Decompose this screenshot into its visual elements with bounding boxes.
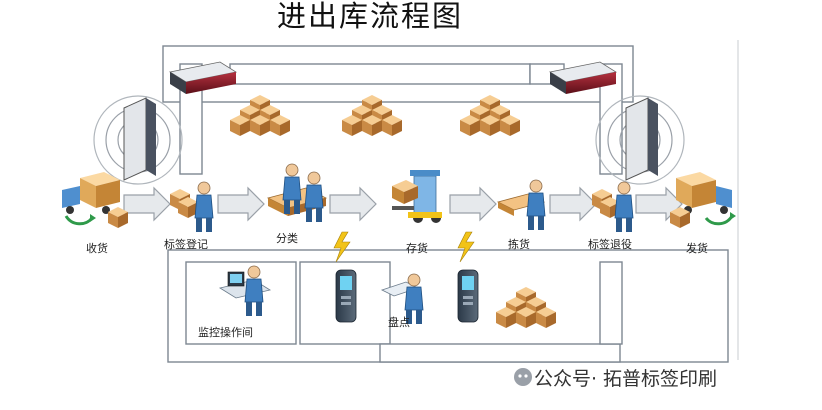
- node-label-ship: 发货: [686, 242, 708, 255]
- antenna-gate-left: [93, 95, 183, 185]
- page-title: 进出库流程图: [276, 0, 463, 33]
- node-label-storage: 存货: [406, 242, 428, 255]
- sorting-station-icon: [266, 163, 328, 223]
- flow-arrow: [449, 187, 497, 221]
- shipping-truck-icon: [670, 172, 736, 228]
- forklift-storage-icon: [392, 170, 442, 223]
- flow-arrow: [549, 187, 597, 221]
- rfid-reader-right: [548, 61, 618, 94]
- receiving-truck-icon: [62, 172, 128, 228]
- node-label-receive: 收货: [86, 242, 108, 255]
- lightning-icon: [333, 231, 351, 263]
- watermark-channel: 公众号·: [534, 368, 598, 390]
- control-room-icon: [218, 265, 272, 317]
- lightning-icon: [457, 231, 475, 263]
- rfid-reader-left: [168, 61, 238, 94]
- flow-arrow: [123, 187, 171, 221]
- handheld-reader-icon: [335, 269, 357, 323]
- node-label-tag-register: 标签登记: [164, 238, 208, 251]
- node-label-inventory: 盘点: [388, 316, 410, 329]
- inventory-worker-icon: [380, 273, 424, 325]
- tag-verify-station-icon: [592, 181, 634, 233]
- node-label-pick: 拣货: [508, 238, 530, 251]
- handheld-reader-icon: [457, 269, 479, 323]
- wechat-icon: [514, 368, 532, 386]
- flow-arrow: [329, 187, 377, 221]
- tag-register-station-icon: [170, 181, 214, 233]
- node-label-control-room: 监控操作间: [198, 326, 253, 339]
- picking-station-icon: [496, 179, 546, 231]
- antenna-gate-right: [595, 95, 685, 185]
- flow-arrow: [217, 187, 265, 221]
- box-pile: [496, 287, 556, 328]
- watermark-brand: 拓普标签印刷: [603, 368, 718, 390]
- node-label-tag-verify: 标签退役: [588, 238, 632, 251]
- node-label-sort: 分类: [276, 232, 298, 245]
- watermark: 公众号· 拓普标签印刷: [510, 364, 717, 391]
